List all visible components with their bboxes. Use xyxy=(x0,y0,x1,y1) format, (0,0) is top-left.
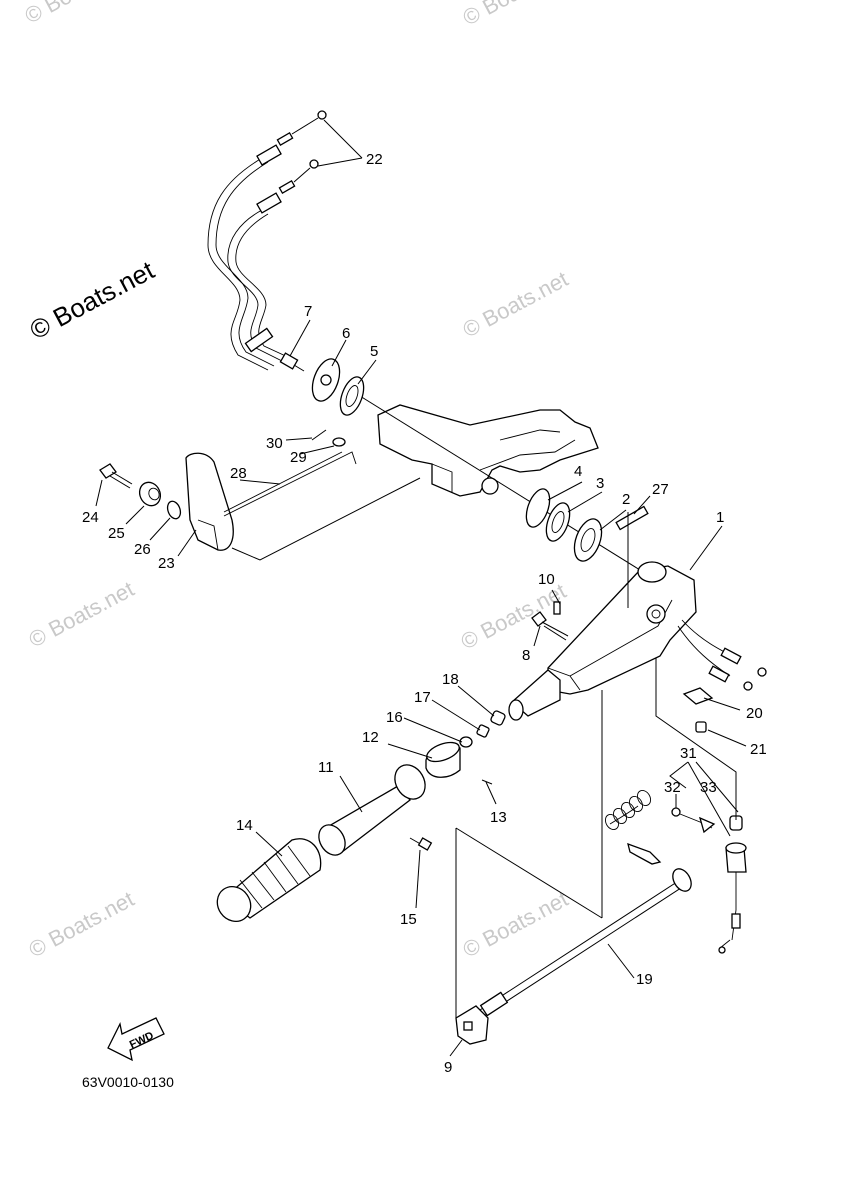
callout-16: 16 xyxy=(386,709,403,726)
steering-handle xyxy=(508,561,767,721)
callout-23: 23 xyxy=(158,555,175,572)
callout-6: 6 xyxy=(342,325,350,342)
callout-12: 12 xyxy=(362,729,379,746)
callout-13: 13 xyxy=(490,809,507,826)
throttle-cables xyxy=(207,110,327,371)
pivot-bolt xyxy=(531,601,569,641)
callout-10: 10 xyxy=(538,571,555,588)
watermark-lower-right: © Boats.net xyxy=(459,886,573,962)
leader-bracket-lever xyxy=(231,477,421,561)
callout-4: 4 xyxy=(574,463,582,480)
leader-22b xyxy=(317,157,363,167)
callout-27: 27 xyxy=(652,481,669,498)
watermark-top-left: © Boats.net xyxy=(21,0,135,28)
leader-switch-box xyxy=(655,658,737,820)
callout-28: 28 xyxy=(230,465,247,482)
callout-24: 24 xyxy=(82,509,99,526)
callout-1: 1 xyxy=(716,509,724,526)
callout-26: 26 xyxy=(134,541,151,558)
callout-31: 31 xyxy=(680,745,697,762)
fwd-arrow-icon: FWD xyxy=(107,1017,165,1062)
callout-7: 7 xyxy=(304,303,312,320)
throttle-grip-parts xyxy=(216,710,506,923)
callout-21: 21 xyxy=(750,741,767,758)
leader-cable-link xyxy=(455,827,603,919)
callout-30: 30 xyxy=(266,435,283,452)
leader-33 xyxy=(695,761,739,813)
watermark-top-right: © Boats.net xyxy=(459,0,573,30)
callout-3: 3 xyxy=(596,475,604,492)
callout-8: 8 xyxy=(522,647,530,664)
leader-31b xyxy=(687,761,731,837)
callout-25: 25 xyxy=(108,525,125,542)
callout-22: 22 xyxy=(366,151,383,168)
callout-2: 2 xyxy=(622,491,630,508)
callout-15: 15 xyxy=(400,911,417,928)
leader-22a xyxy=(323,119,363,159)
callout-labels: 1 2 3 4 5 6 7 8 9 10 11 12 13 14 15 16 1… xyxy=(82,151,767,1076)
callout-18: 18 xyxy=(442,671,459,688)
callout-32: 32 xyxy=(664,779,681,796)
callout-5: 5 xyxy=(370,343,378,360)
callout-11: 11 xyxy=(318,759,334,776)
friction-lever xyxy=(99,429,357,551)
stop-switch-parts xyxy=(604,687,747,954)
leader-31 xyxy=(669,761,689,789)
diagram-code: 63V0010-0130 xyxy=(82,1074,174,1090)
callout-leaders xyxy=(95,319,747,1057)
callout-14: 14 xyxy=(236,817,253,834)
callout-29: 29 xyxy=(290,449,307,466)
callout-20: 20 xyxy=(746,705,763,722)
callout-19: 19 xyxy=(636,971,653,988)
callout-9: 9 xyxy=(444,1059,452,1076)
shaft-parts xyxy=(279,352,649,562)
callout-33: 33 xyxy=(700,779,717,796)
watermark-lower-left: © Boats.net xyxy=(25,886,139,962)
shift-cable xyxy=(455,868,692,1045)
callout-17: 17 xyxy=(414,689,431,706)
watermark-center: © Boats.net xyxy=(457,578,571,654)
steering-bracket xyxy=(377,404,599,497)
watermark-main: © Boats.net xyxy=(25,254,160,345)
watermark-mid-right: © Boats.net xyxy=(459,266,573,342)
watermark-left-mid: © Boats.net xyxy=(25,576,139,652)
